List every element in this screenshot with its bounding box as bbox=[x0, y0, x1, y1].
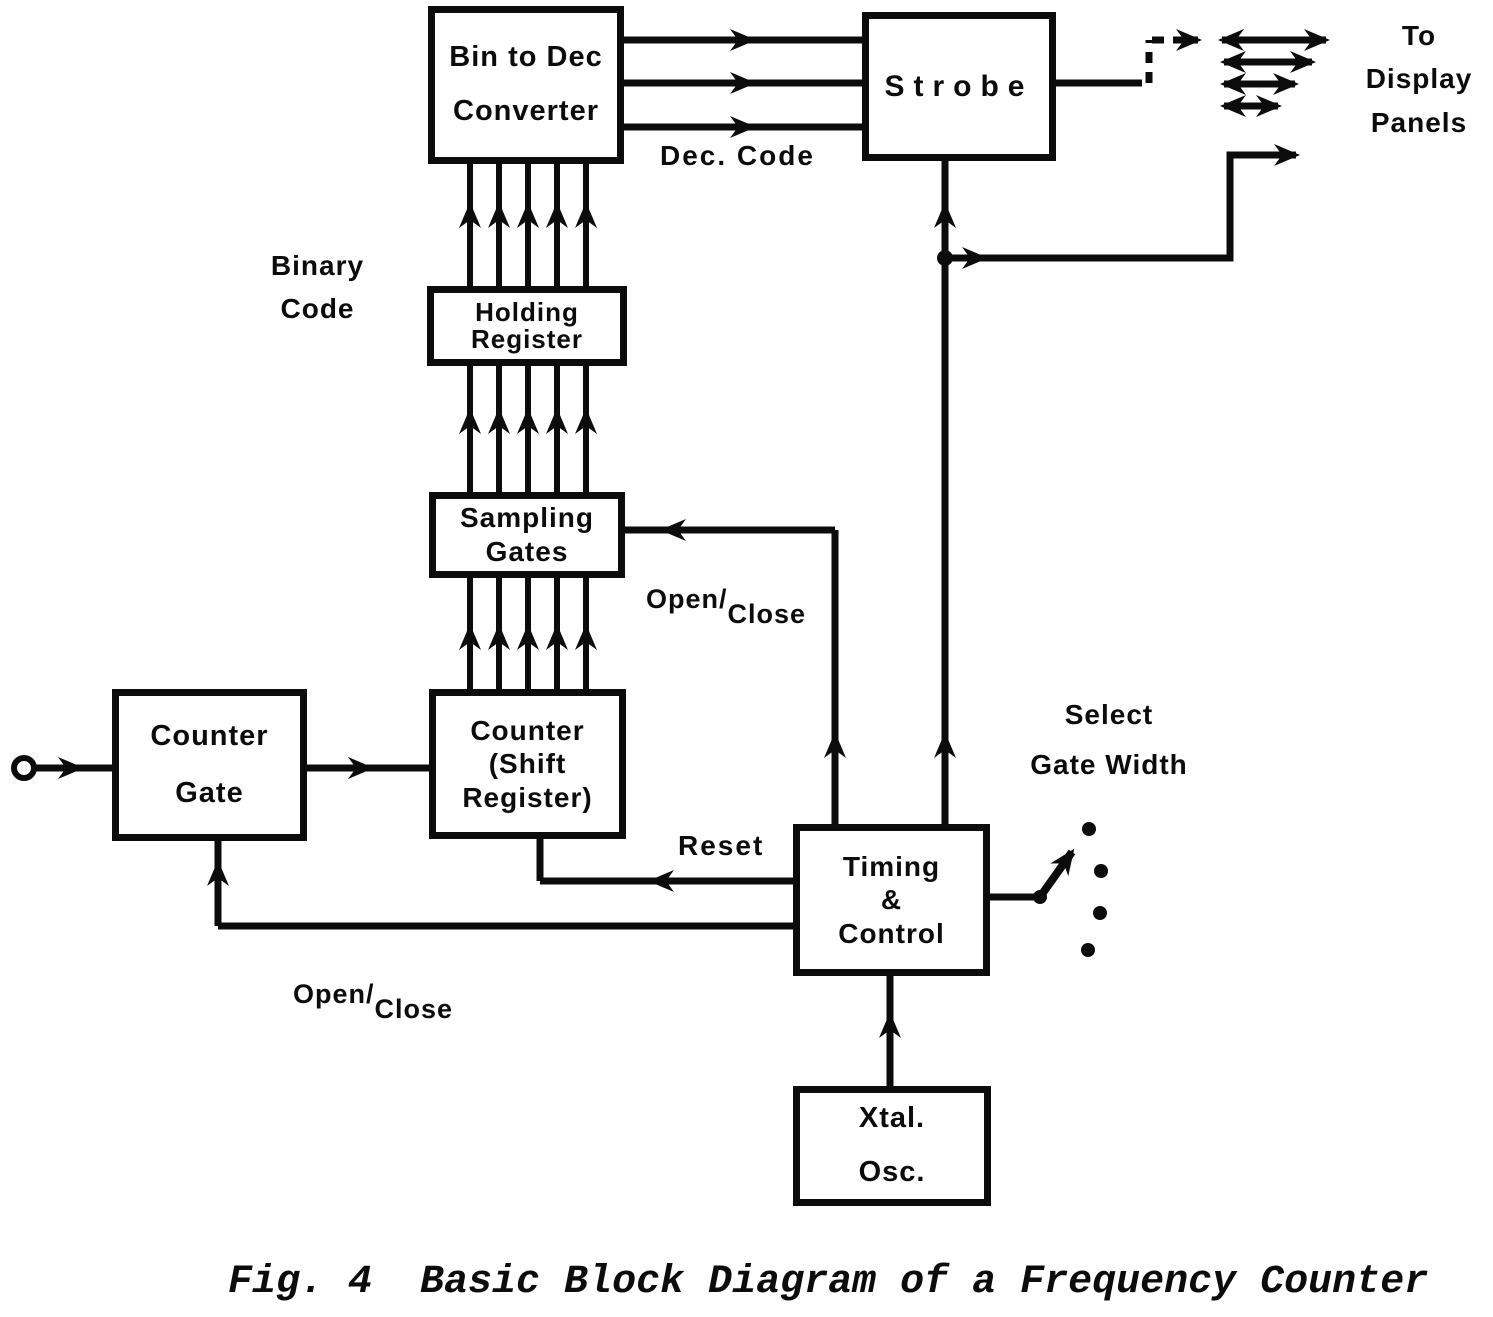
strobe-output-wire bbox=[1055, 29, 1202, 87]
block-holding-register: Holding Register bbox=[427, 286, 627, 366]
open-close-label-top: Open/Close bbox=[646, 584, 807, 629]
block-strobe: Strobe bbox=[862, 12, 1056, 161]
block-label: Timing & Control bbox=[838, 850, 945, 949]
input-terminal bbox=[11, 755, 37, 781]
timing-to-strobe-wire bbox=[934, 160, 956, 825]
to-display-panels-label: To Display Panels bbox=[1365, 20, 1473, 138]
block-timing-and-control: Timing & Control bbox=[793, 824, 990, 976]
block-counter-gate: Counter Gate bbox=[112, 689, 307, 841]
dec-code-label: Dec. Code bbox=[660, 140, 815, 171]
block-sampling-gates: Sampling Gates bbox=[429, 492, 625, 578]
block-label: Holding Register bbox=[470, 297, 584, 354]
block-xtal-osc: Xtal. Osc. bbox=[793, 1086, 991, 1206]
binary-bus-counter-to-sampling bbox=[459, 577, 597, 690]
block-label: Counter (Shift Register) bbox=[462, 714, 593, 813]
block-label: Sampling Gates bbox=[459, 502, 594, 567]
binary-bus-holding-to-converter bbox=[459, 163, 597, 287]
open-close-sampling-wire bbox=[625, 519, 846, 825]
reset-wire bbox=[536, 836, 793, 892]
block-bin-to-dec-converter: Bin to Dec Converter bbox=[428, 6, 624, 164]
select-gate-width-label: Select Gate Width bbox=[1030, 699, 1188, 781]
switch-contact[interactable] bbox=[1094, 864, 1108, 878]
switch-contact[interactable] bbox=[1081, 943, 1095, 957]
block-label: Bin to Dec Converter bbox=[449, 41, 603, 127]
switch-contact[interactable] bbox=[1082, 822, 1096, 836]
binary-code-label: Binary Code bbox=[270, 250, 365, 325]
reset-label: Reset bbox=[678, 830, 765, 861]
gate-width-selector-switch[interactable] bbox=[990, 822, 1108, 957]
open-close-label-bottom: Open/Close bbox=[293, 979, 454, 1024]
open-close-gate-wire bbox=[207, 838, 793, 930]
signal-input-wire bbox=[11, 755, 112, 781]
switch-contact[interactable] bbox=[1093, 906, 1107, 920]
branch-to-display-wire bbox=[945, 144, 1300, 269]
dec-code-bus bbox=[622, 29, 863, 138]
block-label: Counter Gate bbox=[150, 720, 269, 809]
block-label: Strobe bbox=[884, 69, 1034, 103]
figure-caption: Fig. 4 Basic Block Diagram of a Frequenc… bbox=[228, 1260, 1429, 1305]
block-label: Xtal. Osc. bbox=[858, 1102, 926, 1188]
binary-bus-sampling-to-holding bbox=[459, 365, 597, 493]
block-counter-shift-register: Counter (Shift Register) bbox=[429, 689, 626, 839]
display-panel-leads bbox=[1218, 29, 1330, 117]
